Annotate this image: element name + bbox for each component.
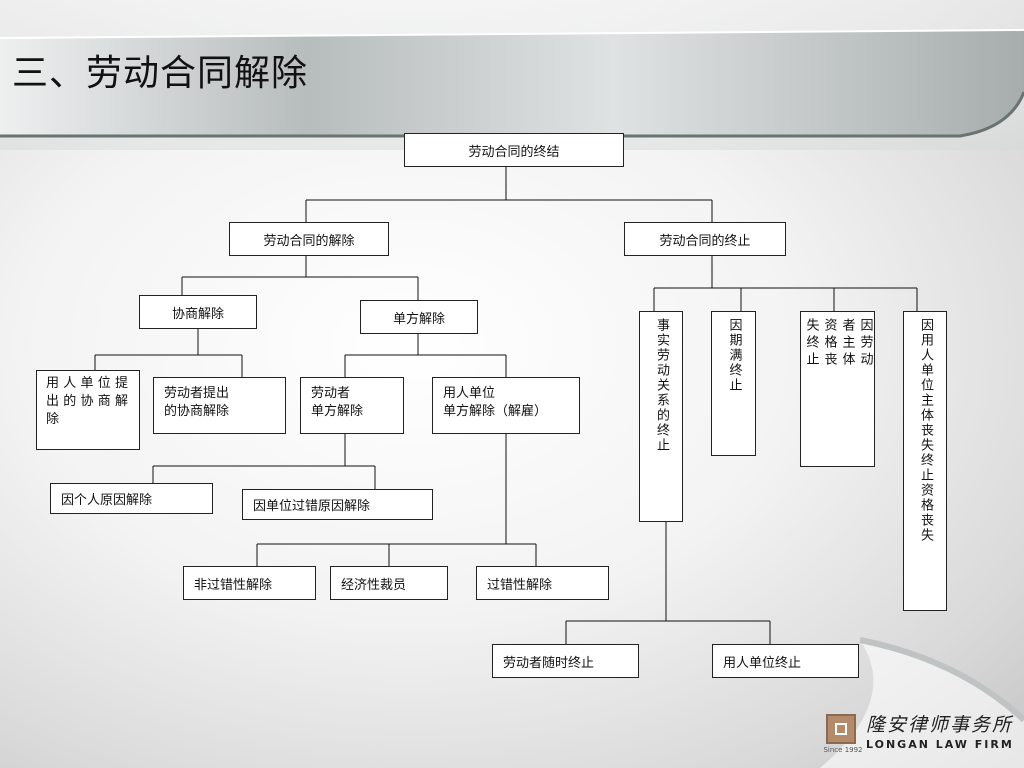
page-title: 三、劳动合同解除 bbox=[12, 53, 309, 94]
logo-name-cn: 隆安律师事务所 bbox=[866, 714, 1014, 736]
logo-mark-icon bbox=[826, 714, 856, 744]
node-worker-qualification-loss: 因劳动者主体资格丧失终止 bbox=[800, 311, 875, 467]
node-mutual-dissolution: 协商解除 bbox=[139, 295, 257, 329]
node-economic-layoff: 经济性裁员 bbox=[330, 566, 448, 600]
title-banner bbox=[0, 0, 1024, 150]
logo-name-en: LONGAN LAW FIRM bbox=[866, 738, 1014, 751]
node-unilateral-dissolution: 单方解除 bbox=[360, 300, 478, 334]
node-expiry-termination: 因期满终止 bbox=[711, 311, 756, 456]
firm-logo: Since 1992 隆安律师事务所 LONGAN LAW FIRM bbox=[822, 708, 1022, 764]
node-contract-termination: 劳动合同的终止 bbox=[624, 222, 786, 256]
node-worker-anytime-termination: 劳动者随时终止 bbox=[492, 644, 639, 678]
node-worker-mutual: 劳动者提出 的协商解除 bbox=[153, 377, 286, 434]
node-non-fault: 非过错性解除 bbox=[183, 566, 316, 600]
node-contract-dissolution: 劳动合同的解除 bbox=[229, 222, 389, 256]
node-employer-unilateral: 用人单位 单方解除（解雇） bbox=[432, 377, 580, 434]
node-personal-reason: 因个人原因解除 bbox=[50, 483, 213, 514]
logo-since: Since 1992 bbox=[823, 746, 863, 754]
node-employer-termination: 用人单位终止 bbox=[712, 644, 859, 678]
node-employer-qualification-loss: 因用人单位主体丧失终止资格丧失 bbox=[903, 311, 947, 611]
node-employer-fault: 因单位过错原因解除 bbox=[242, 489, 433, 520]
node-fault: 过错性解除 bbox=[476, 566, 609, 600]
node-de-facto-label: 事实劳动关系的终止 bbox=[654, 318, 669, 453]
node-expiry-label: 因期满终止 bbox=[726, 318, 742, 393]
node-de-facto-termination: 事实劳动关系的终止 bbox=[639, 311, 683, 522]
node-worker-unilateral: 劳动者 单方解除 bbox=[300, 377, 404, 434]
node-worker-qualification-label: 因劳动者主体资格丧失终止 bbox=[803, 318, 873, 369]
node-contract-conclusion: 劳动合同的终结 bbox=[404, 133, 624, 167]
node-employer-mutual: 用人单位提出的协商解除 bbox=[36, 370, 140, 450]
node-employer-qualification-label: 因用人单位主体丧失终止资格丧失 bbox=[918, 318, 933, 543]
